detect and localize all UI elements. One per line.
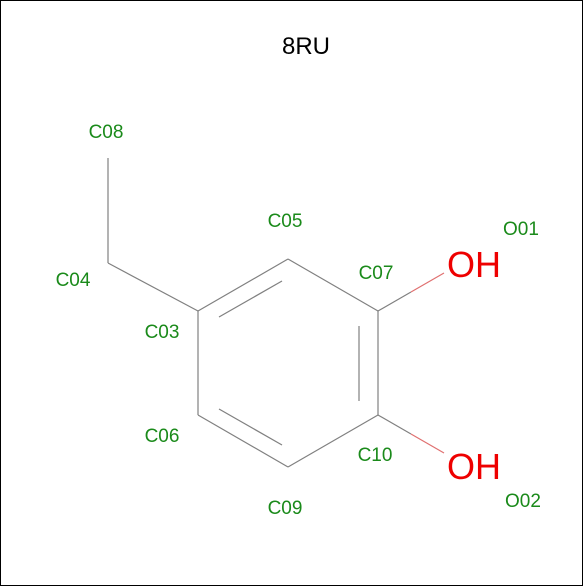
bond-c09-c06 <box>197 414 289 468</box>
atom-label-c09: C09 <box>268 498 303 519</box>
bond-c10-o02-red <box>410 433 445 454</box>
atom-label-o02: O02 <box>505 491 541 512</box>
hydroxyl-label-1: OH <box>447 244 501 285</box>
atom-label-c08: C08 <box>89 122 124 143</box>
bond-c03-c05-inner <box>218 280 283 318</box>
bonds-group <box>107 158 445 468</box>
atom-label-c10: C10 <box>358 445 393 466</box>
atom-label-c03: C03 <box>145 322 180 343</box>
bond-c10-c09 <box>287 414 379 468</box>
atom-label-c06: C06 <box>145 426 180 447</box>
atom-label-c05: C05 <box>268 211 303 232</box>
atom-label-c04: C04 <box>56 270 91 291</box>
bond-c03-c05 <box>197 258 289 312</box>
atom-label-o01: O01 <box>503 219 539 240</box>
bond-c07-o01-grey <box>377 291 412 312</box>
bond-c09-c06-inner <box>218 408 283 446</box>
hydroxyl-label-2: OH <box>447 446 501 487</box>
molecule-title: 8RU <box>282 33 330 60</box>
bond-c04-c03 <box>107 262 199 312</box>
bond-c07-o01-red <box>410 272 445 293</box>
bond-c10-o02-grey <box>377 414 412 435</box>
atom-label-c07: C07 <box>359 263 394 284</box>
bond-c05-c07 <box>287 258 379 312</box>
